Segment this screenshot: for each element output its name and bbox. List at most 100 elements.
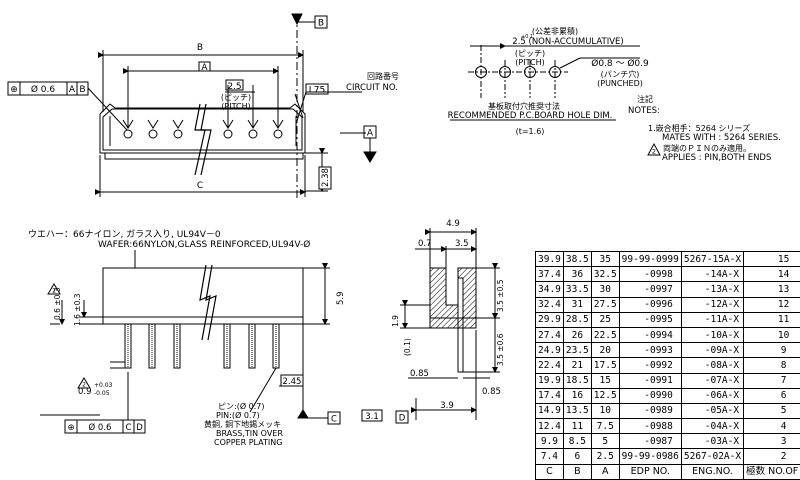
hole-layout-labels: (公差非累積) 2.5 (NON-ACCUMULATIVE) +0.1 (ピッチ… [448, 26, 649, 136]
dim-0.9: 0.9 [78, 387, 92, 397]
table-cell: -13A-X [681, 282, 743, 297]
table-cell: -08A-X [681, 358, 743, 373]
table-cell: 36 [563, 267, 591, 282]
table-cell: -0996 [619, 297, 681, 312]
table-cell: 14.9 [536, 403, 564, 418]
table-cell: 15 [591, 373, 619, 388]
plating-en-1: BRASS,TIN OVER [216, 429, 283, 438]
table-header-cell: B [563, 464, 591, 479]
table-cell: 35 [591, 252, 619, 267]
table-cell: 34.9 [536, 282, 564, 297]
table-cell: -09A-X [681, 343, 743, 358]
table-cell: -0992 [619, 358, 681, 373]
table-cell: 2.5 [591, 449, 619, 464]
table-cell: 5267-15A-X [681, 252, 743, 267]
table-cell: -11A-X [681, 312, 743, 327]
tol-minus: -0.05 [94, 390, 110, 397]
pitch-en: (PITCH) [221, 102, 250, 111]
table-cell: 27.4 [536, 327, 564, 342]
table-cell: 15 [744, 252, 800, 267]
table-cell: 32.5 [591, 267, 619, 282]
position-icon-2: ⊕ [67, 423, 74, 433]
table-cell: -0997 [619, 282, 681, 297]
table-cell: 31 [563, 297, 591, 312]
table-cell: -03A-X [681, 434, 743, 449]
table-cell: 25 [591, 312, 619, 327]
table-cell: 99-99-0986 [619, 449, 681, 464]
table-cell: -04A-X [681, 419, 743, 434]
table-cell: 13 [744, 282, 800, 297]
table-cell: -06A-X [681, 388, 743, 403]
table-cell: 12.5 [591, 388, 619, 403]
table-cell: -0993 [619, 343, 681, 358]
note-2-en: APPLIES : PIN,BOTH ENDS [662, 153, 771, 163]
dim-0.1: (0.1) [403, 338, 412, 356]
table-cell: 20 [591, 343, 619, 358]
table-cell: 5 [744, 403, 800, 418]
table-cell: 32.4 [536, 297, 564, 312]
table-cell: -07A-X [681, 373, 743, 388]
table-cell: 8 [744, 358, 800, 373]
table-cell: 3 [744, 434, 800, 449]
table-cell: -10A-X [681, 327, 743, 342]
table-cell: 38.5 [563, 252, 591, 267]
datum-B-box: B [318, 19, 324, 29]
accum-tol: +0.1 [521, 34, 533, 40]
table-cell: 7 [744, 373, 800, 388]
hole-pitch-en: (PITCH) [515, 58, 544, 67]
table-cell: 5267-02A-X [681, 449, 743, 464]
hole-dim: Ø0.8 ～ Ø0.9 [591, 58, 649, 69]
hole-title-jp: 基板取付穴推奨寸法 [488, 101, 560, 111]
tol-value: Ø 0.6 [31, 84, 56, 95]
height-dim: 2.38 [321, 168, 331, 187]
position-tolerance-frame-2: ⊕ Ø 0.6 C D [65, 420, 145, 433]
pin-en: PIN:(Ø 0.7) [216, 410, 260, 420]
note-2-jp: 両端のＰＩＮのみ適用。 [663, 143, 751, 153]
position-tolerance-frame: ⊕ Ø 0.6 A B [8, 82, 88, 95]
datum-A-box: A [367, 129, 374, 139]
table-cell: 22.5 [591, 327, 619, 342]
table-cell: -0988 [619, 419, 681, 434]
plating-en-2: COPPER PLATING [214, 438, 282, 447]
table-cell: -05A-X [681, 403, 743, 418]
dim-3.5-b: 3.5 ±0.5 [496, 279, 505, 312]
table-cell: 7.5 [591, 419, 619, 434]
table-header-cell: C [536, 464, 564, 479]
table-cell: 10 [744, 327, 800, 342]
dim-2.45: 2.45 [283, 377, 302, 387]
circuit-jp: 回路番号 [367, 71, 399, 81]
dim-0.85-b: 0.85 [482, 387, 501, 397]
table-cell: 17.5 [591, 358, 619, 373]
accum-jp: (公差非累積) [532, 26, 578, 36]
table-cell: 22.4 [536, 358, 564, 373]
table-cell: 12.4 [536, 419, 564, 434]
notes-title-jp: 注記 [637, 94, 653, 104]
table-cell: 9 [744, 343, 800, 358]
wafer-jp: ウエハー：66ナイロン, ガラス入り, UL94V－0 [28, 229, 221, 240]
dim-5.9: 5.9 [336, 291, 346, 305]
table-header-cell: A [591, 464, 619, 479]
pitch-jp: (ピッチ) [221, 93, 251, 102]
hole-thickness: (t=1.6) [516, 127, 545, 136]
table-cell: 12 [744, 297, 800, 312]
table-cell: 21 [563, 358, 591, 373]
dim-0.7: 0.7 [418, 239, 432, 249]
table-cell: 14 [744, 267, 800, 282]
table-cell: 7.4 [536, 449, 564, 464]
table-cell: -0991 [619, 373, 681, 388]
l75-label: L75 [309, 86, 325, 96]
table-cell: -0994 [619, 327, 681, 342]
